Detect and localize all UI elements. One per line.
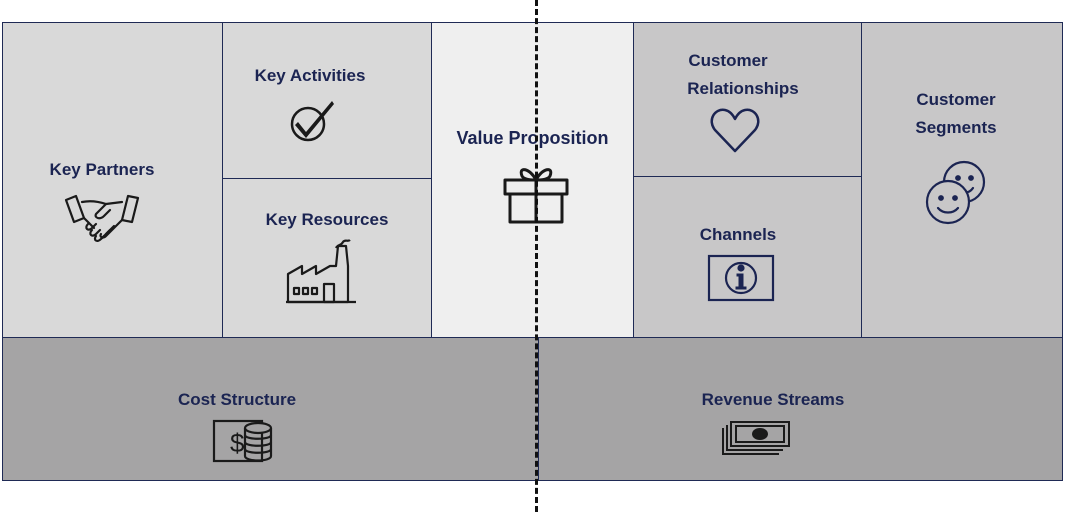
value-proposition-label: Value Proposition [456,128,609,148]
handshake-icon [62,192,142,248]
info-sign-icon [707,254,775,302]
customer-relationships-block [633,22,862,177]
key-resources-label: Key Resources [265,210,389,229]
customer-segments-block [861,22,1063,338]
checkmark-icon [288,98,338,144]
customer-segments-label-line2: Segments [915,118,997,137]
key-partners-label: Key Partners [49,160,155,179]
heart-icon [709,106,761,154]
revenue-streams-block [538,337,1063,481]
dashed-divider-line [535,0,538,512]
banknotes-icon [721,420,793,458]
smiley-faces-icon [922,158,992,228]
cost-structure-label: Cost Structure [177,390,297,409]
key-partners-block [2,22,224,338]
factory-icon [286,236,358,306]
channels-label: Channels [699,225,777,244]
key-activities-block [222,22,432,180]
customer-relationships-label-line2: Relationships [687,79,799,98]
key-activities-label: Key Activities [254,66,366,85]
svg-text:$: $ [230,428,245,458]
customer-segments-label-line1: Customer [916,90,996,109]
revenue-streams-label: Revenue Streams [701,390,845,409]
money-coins-icon: $ [212,418,276,466]
customer-relationships-label-line1: Customer [688,51,768,70]
